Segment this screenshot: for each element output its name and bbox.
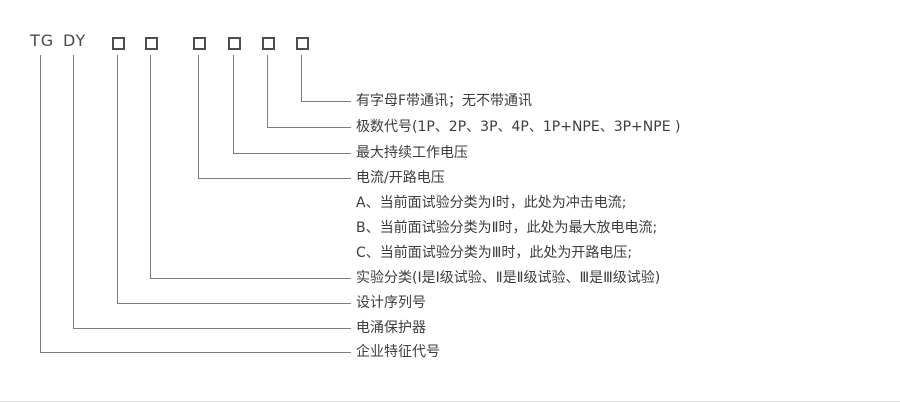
code-prefix-dy: DY [63,31,87,50]
connector-surge-protector [73,55,351,329]
code-box-1 [112,37,125,50]
code-box-4 [228,37,241,50]
connector-design-serial [117,55,351,304]
label-surge-protector: 电涌保护器 [356,320,426,336]
label-current-voltage: 电流/开路电压 [356,170,445,186]
connector-max-voltage [233,55,351,154]
connector-poles [267,55,351,128]
code-box-5 [262,37,275,50]
connector-enterprise-code [40,55,351,353]
label-test-class: 实验分类(Ⅰ是Ⅰ级试验、Ⅱ是Ⅱ级试验、Ⅲ是Ⅲ级试验) [356,270,661,286]
bottom-divider [0,401,900,402]
label-comm: 有字母F带通讯；无不带通讯 [356,93,533,109]
label-note-b: B、当前面试验分类为Ⅱ时，此处为最大放电电流; [356,220,658,236]
label-enterprise-code: 企业特征代号 [356,344,440,360]
label-poles: 极数代号(1P、2P、3P、4P、1P+NPE、3P+NPE ) [356,119,681,135]
label-note-a: A、当前面试验分类为Ⅰ时，此处为冲击电流; [356,195,627,211]
connector-comm [301,55,351,102]
code-prefix-tg: TG [30,31,55,50]
label-max-voltage: 最大持续工作电压 [356,145,468,161]
connector-current-voltage [198,55,351,179]
code-box-6 [296,37,309,50]
label-note-c: C、当前面试验分类为Ⅲ时，此处为开路电压; [356,245,633,261]
label-design-serial: 设计序列号 [356,295,426,311]
code-box-3 [193,37,206,50]
connector-test-class [150,55,351,279]
code-box-2 [145,37,158,50]
